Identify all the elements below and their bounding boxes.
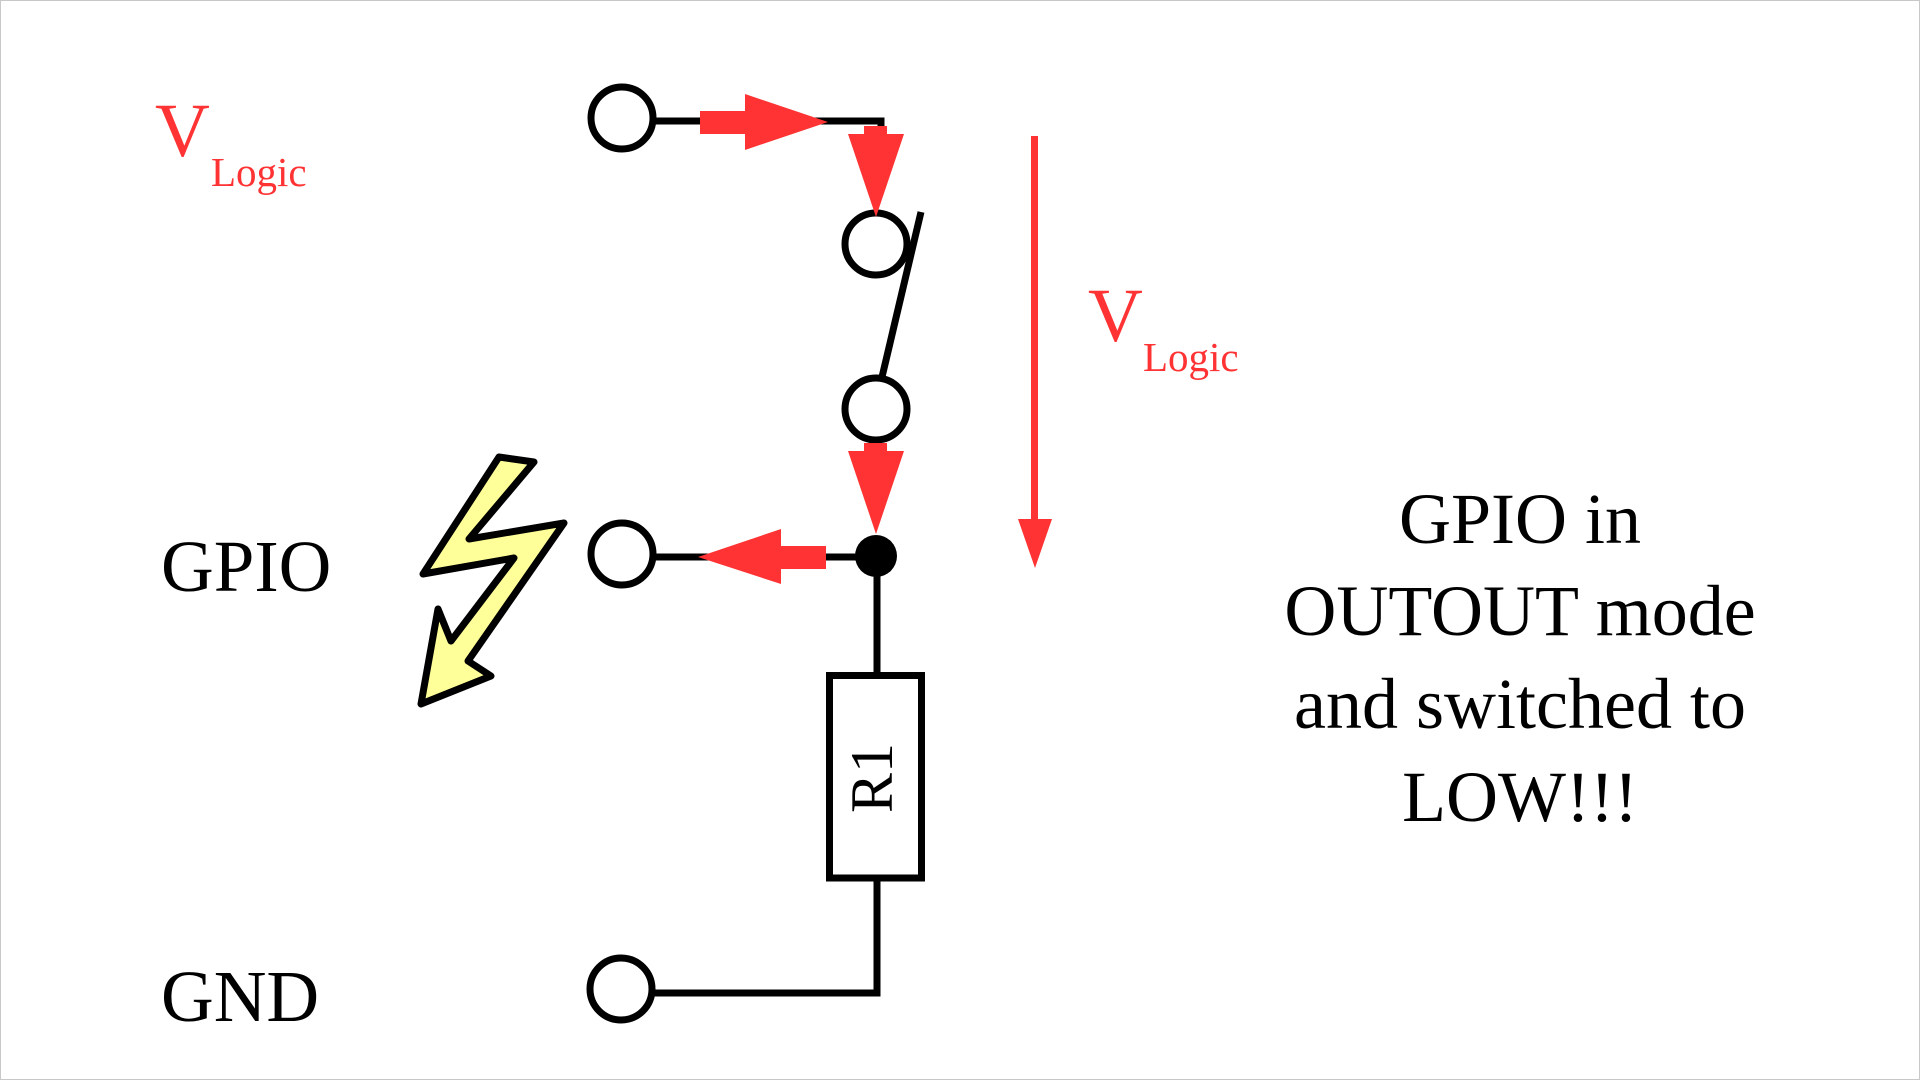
wires: [654, 117, 925, 997]
voltage-arrow: [1018, 136, 1052, 568]
label-voltage-drop: V Logic: [1088, 274, 1239, 380]
label-vlogic-main: V: [155, 89, 210, 173]
label-voltage-drop-sub: Logic: [1143, 334, 1239, 380]
current-arrow-down-icon: [848, 126, 904, 217]
voltage-arrow-head-icon: [1018, 519, 1052, 568]
current-arrow-down-icon: [848, 443, 904, 534]
label-vlogic: V Logic: [155, 89, 307, 195]
note-line-2: OUTOUT mode: [1284, 571, 1755, 651]
switch-contact-top: [841, 209, 911, 279]
label-gpio: GPIO: [161, 526, 331, 607]
resistor-body: [826, 672, 925, 882]
lightning-bolt-icon: [417, 453, 568, 708]
switch-lever: [878, 211, 925, 378]
current-arrows: [698, 94, 904, 584]
label-voltage-drop-main: V: [1088, 274, 1143, 358]
label-vlogic-sub: Logic: [211, 149, 307, 195]
warning-note: GPIO in OUTOUT mode and switched to LOW!…: [1284, 479, 1755, 837]
terminal-gpio: [587, 519, 657, 589]
note-line-3: and switched to: [1294, 664, 1746, 744]
resistor-label: R1: [839, 743, 905, 813]
note-line-1: GPIO in: [1399, 479, 1641, 559]
label-gnd: GND: [161, 956, 319, 1037]
junction-dot: [855, 535, 897, 577]
current-arrow-left-icon: [698, 529, 826, 584]
switch-contact-bottom: [841, 374, 911, 444]
terminal-vlogic: [587, 83, 657, 153]
resistor-r1: R1: [826, 672, 925, 882]
terminal-gnd: [586, 954, 656, 1024]
current-arrow-right-icon: [700, 94, 828, 150]
note-line-4: LOW!!!: [1402, 757, 1638, 837]
